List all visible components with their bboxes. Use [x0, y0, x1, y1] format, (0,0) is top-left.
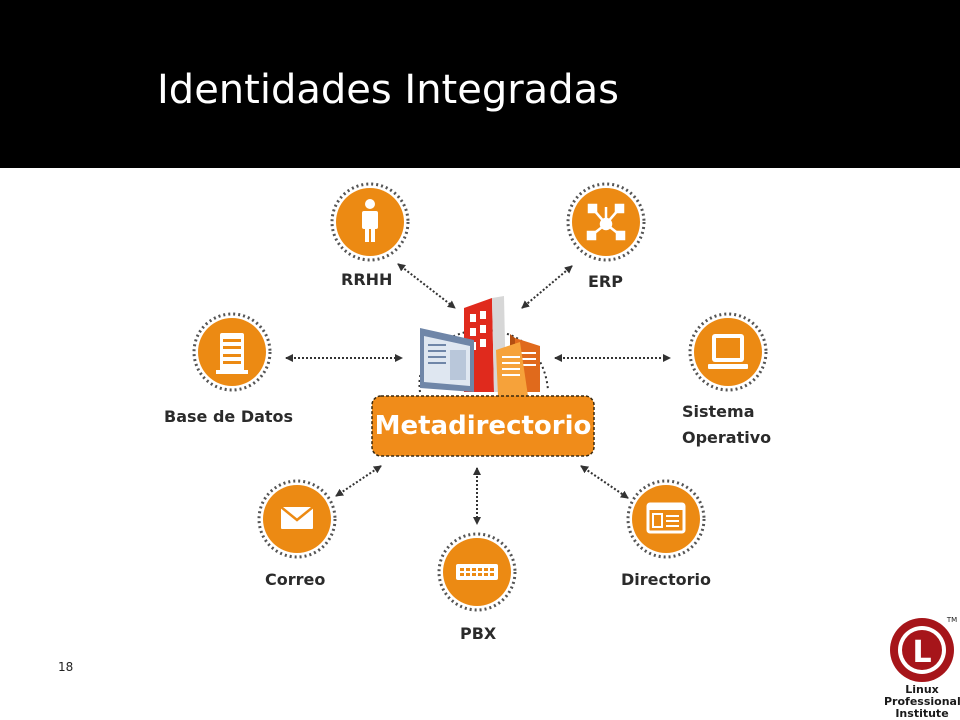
connector-erp	[521, 265, 573, 309]
node-label-directorio: Directorio	[621, 570, 711, 589]
connector-directorio	[580, 465, 629, 499]
lpi-logo: L TM Linux Professional Institute	[884, 612, 960, 720]
lpi-logo-mark: L TM	[890, 616, 957, 682]
integration-diagram	[192, 182, 768, 612]
node-base-de-datos	[192, 312, 272, 392]
connector-correo	[335, 465, 382, 497]
node-pbx	[437, 532, 517, 612]
slide-number: 18	[58, 660, 74, 674]
slide-title: Identidades Integradas	[157, 67, 619, 113]
lpi-logo-trademark: TM	[946, 616, 957, 624]
lpi-logo-line-3: Institute	[895, 707, 949, 720]
window-directory-icon	[646, 502, 686, 534]
envelope-icon	[280, 506, 314, 529]
lpi-logo-line-1: Linux	[905, 683, 939, 696]
node-label-sistema-operativo-line-1: Sistema	[682, 402, 755, 421]
node-label-sistema-operativo: Sistema Operativo	[682, 402, 771, 448]
lpi-logo-line-2: Professional	[884, 695, 960, 708]
node-label-pbx: PBX	[460, 624, 497, 643]
node-correo	[257, 479, 337, 559]
slide-header: Identidades Integradas	[0, 0, 960, 168]
node-erp	[566, 182, 646, 262]
node-rrhh	[330, 182, 410, 262]
switchboard-icon	[456, 564, 498, 580]
person-icon	[362, 199, 378, 242]
server-icon	[216, 333, 248, 374]
monitor-icon	[708, 334, 748, 369]
node-label-erp: ERP	[588, 272, 623, 291]
node-label-rrhh: RRHH	[341, 270, 393, 289]
hub-box	[371, 395, 595, 457]
network-hub-icon	[586, 203, 626, 241]
office-buildings-icon	[420, 296, 540, 396]
hub-label: Metadirectorio	[374, 411, 592, 441]
connector-rrhh	[397, 263, 456, 309]
node-label-correo: Correo	[265, 570, 326, 589]
node-label-base-de-datos: Base de Datos	[164, 407, 294, 426]
node-label-sistema-operativo-line-2: Operativo	[682, 428, 772, 447]
connectors	[285, 263, 671, 525]
node-directorio	[626, 479, 706, 559]
lpi-logo-letter: L	[912, 635, 931, 670]
node-sistema-operativo	[688, 312, 768, 392]
